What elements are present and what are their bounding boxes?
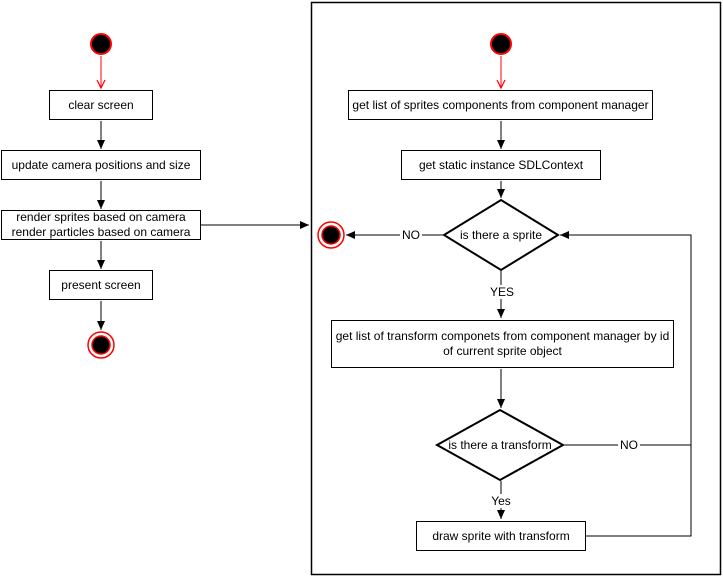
- decision-is-there-a-sprite: [442, 198, 560, 272]
- node-present-screen: present screen: [49, 270, 153, 300]
- node-get-sdlcontext: get static instance SDLContext: [401, 150, 601, 180]
- edge-label-transform-yes: Yes: [489, 494, 513, 508]
- container-frame: [310, 1, 722, 576]
- node-clear-screen: clear screen: [49, 90, 153, 120]
- start-node-right: [490, 33, 512, 55]
- edge-loopback-to-sprite-decision: [560, 231, 692, 537]
- end-node-left-core: [91, 335, 111, 355]
- node-get-sprites-components: get list of sprites components from comp…: [348, 90, 653, 120]
- edge-label-transform-no: NO: [618, 438, 640, 452]
- end-node-left: [87, 331, 115, 359]
- decision-is-there-a-transform: [434, 408, 566, 482]
- edge-label-sprite-no: NO: [400, 228, 422, 242]
- edge-label-sprite-yes: YES: [487, 285, 517, 299]
- end-node-right: [317, 221, 345, 249]
- node-get-transform-components: get list of transform componets from com…: [331, 320, 674, 368]
- node-render-sprites-particles: render sprites based on camera render pa…: [1, 210, 201, 240]
- start-node-left: [90, 33, 112, 55]
- node-draw-sprite: draw sprite with transform: [416, 521, 586, 551]
- end-node-right-core: [321, 225, 341, 245]
- node-update-camera: update camera positions and size: [1, 150, 201, 180]
